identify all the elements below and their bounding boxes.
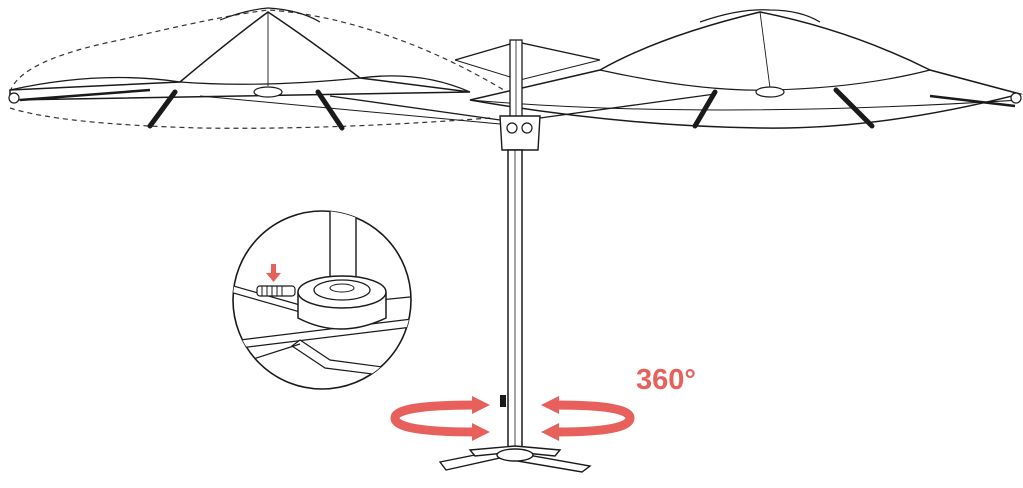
left-canopy — [8, 7, 521, 131]
umbrella-mast — [499, 39, 541, 456]
cross-base — [438, 445, 592, 473]
detail-magnifier — [232, 210, 412, 390]
rotate-counterclockwise-arrow-icon — [390, 396, 490, 441]
rotation-label: 360° — [636, 364, 696, 396]
right-canopy — [469, 9, 1023, 129]
down-arrow-icon — [266, 264, 281, 282]
rotate-clockwise-arrow-icon — [541, 396, 635, 441]
